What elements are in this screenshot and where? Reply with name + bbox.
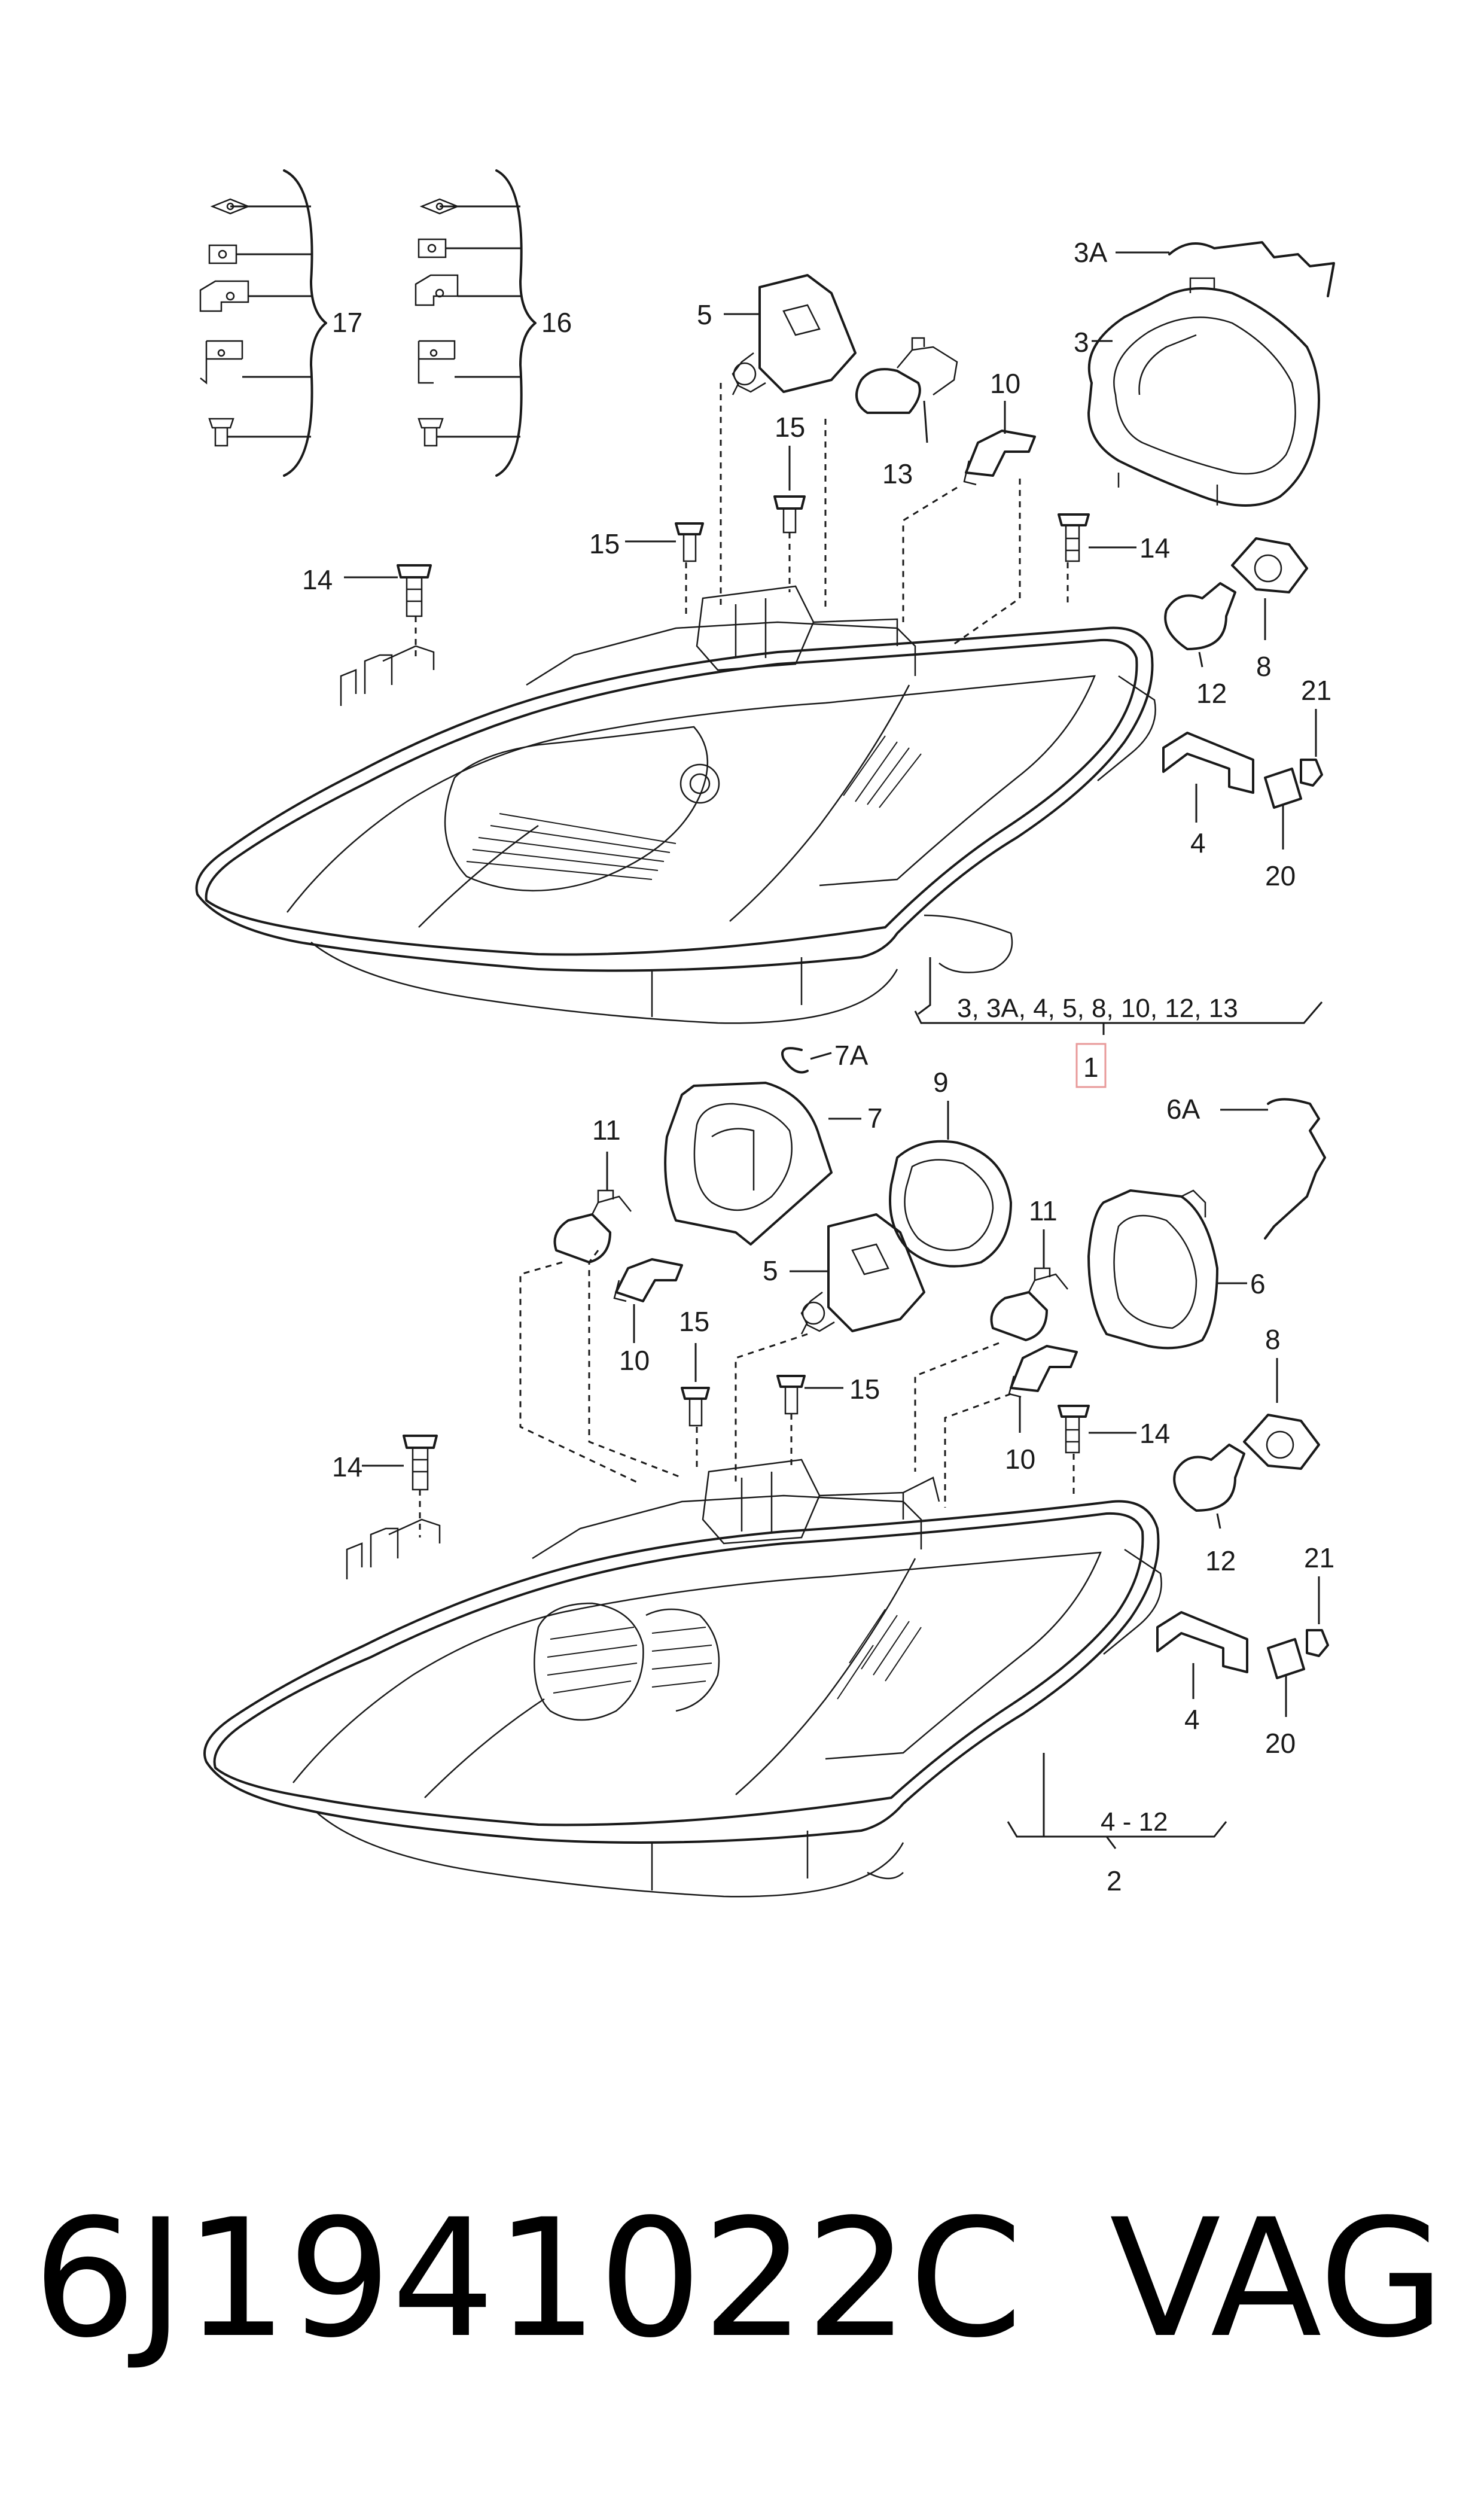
callout-8a: 8: [1256, 651, 1272, 682]
callout-7: 7: [867, 1103, 883, 1134]
callout-10b: 10: [619, 1345, 650, 1376]
callout-16: 16: [541, 307, 572, 338]
top-loose-parts: 3A 3 5 13 10 15 15 14: [302, 237, 1335, 891]
fastener-group-17: 17: [199, 169, 362, 477]
callout-5b: 5: [763, 1255, 778, 1286]
assembly-1-part-list: 3, 3A, 4, 5, 8, 10, 12, 13: [957, 994, 1238, 1023]
callout-14b: 14: [1139, 532, 1170, 564]
callout-10a: 10: [990, 368, 1020, 399]
callout-assembly-1: 1: [1083, 1052, 1099, 1083]
part-number: 6J1941022C: [33, 2185, 1023, 2374]
headlight-assembly-1: 3, 3A, 4, 5, 8, 10, 12, 13 1: [195, 585, 1323, 1088]
callout-21b: 21: [1304, 1542, 1334, 1573]
callout-20b: 20: [1265, 1728, 1296, 1759]
callout-14a: 14: [302, 564, 333, 595]
callout-8b: 8: [1265, 1324, 1281, 1355]
callout-3A: 3A: [1074, 237, 1108, 268]
callout-15a: 15: [775, 412, 805, 443]
callout-21a: 21: [1301, 675, 1331, 706]
callout-assembly-2: 2: [1107, 1865, 1122, 1896]
callout-12b: 12: [1205, 1545, 1236, 1576]
reflector-hatching-1: [466, 735, 922, 880]
assembly-1-highlight-box: [1075, 1043, 1107, 1088]
callout-5a: 5: [697, 299, 712, 330]
callout-15d: 15: [849, 1374, 880, 1405]
middle-loose-parts: 7A 7 9 6A 6 11 10: [332, 1040, 1334, 1759]
callout-9: 9: [933, 1067, 949, 1098]
callout-11a: 11: [592, 1115, 621, 1146]
callout-13: 13: [882, 458, 913, 489]
callout-6A: 6A: [1166, 1094, 1200, 1125]
callout-15b: 15: [589, 528, 620, 559]
callout-4a: 4: [1190, 827, 1206, 858]
reflector-hatching-2: [547, 1609, 922, 1700]
headlight-assembly-2: 4 - 12 2: [203, 1459, 1227, 1898]
callout-10c: 10: [1005, 1444, 1035, 1475]
callout-4b: 4: [1184, 1704, 1200, 1735]
callout-14d: 14: [332, 1451, 362, 1482]
assembly-2-part-list: 4 - 12: [1101, 1807, 1168, 1837]
callout-15c: 15: [679, 1306, 709, 1337]
fastener-group-16: 16: [415, 169, 572, 477]
callout-14c: 14: [1139, 1418, 1170, 1449]
callout-3: 3: [1074, 327, 1089, 358]
callout-11b: 11: [1029, 1195, 1058, 1226]
headlight-exploded-diagram: 17 16 3A 3 5 13: [195, 169, 1335, 1898]
brand-name: VAG: [1110, 2185, 1445, 2374]
callout-17: 17: [332, 307, 362, 338]
callout-12a: 12: [1196, 678, 1227, 709]
callout-7A: 7A: [834, 1040, 869, 1071]
callout-6: 6: [1250, 1268, 1266, 1299]
callout-20a: 20: [1265, 860, 1296, 891]
